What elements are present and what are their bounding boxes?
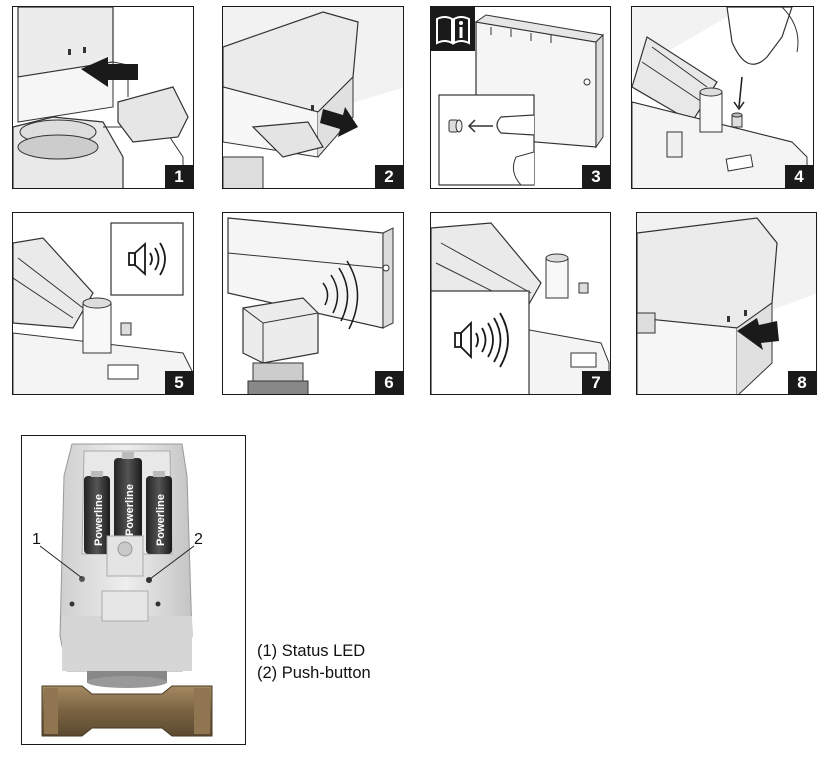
finger-icon (496, 114, 535, 136)
arrow-icon (81, 57, 138, 87)
step-number: 3 (582, 165, 610, 188)
step-6-illustration (227, 217, 394, 394)
step-3-panel: 3 (430, 6, 611, 189)
battery-label: Powerline (155, 494, 167, 546)
legend: (1) Status LED (2) Push-button (257, 640, 371, 684)
status-led (79, 576, 85, 582)
battery-label: Powerline (93, 494, 105, 546)
step-number: 7 (582, 371, 610, 394)
arrow-icon (320, 107, 358, 137)
step-1-illustration (13, 7, 189, 188)
step-1-panel: 1 (12, 6, 194, 189)
finger-icon (726, 7, 793, 65)
device-photo: Powerline Powerline Powerline 1 2 (21, 435, 246, 745)
signal-waves-icon (322, 260, 359, 330)
step-8-panel: 8 (636, 212, 817, 395)
step-6-panel: 6 (222, 212, 404, 395)
actuator-with-batteries-image: Powerline Powerline Powerline (39, 443, 213, 737)
legend-push-button: (2) Push-button (257, 664, 371, 682)
speaker-icon (454, 312, 509, 368)
callout-1-label: 1 (32, 531, 41, 548)
step-3-illustration (431, 7, 605, 186)
battery-middle (114, 458, 142, 544)
legend-status-led: (1) Status LED (257, 642, 366, 660)
speaker-icon (128, 241, 166, 277)
battery-right (146, 476, 172, 554)
step-2-illustration (223, 7, 403, 188)
step-number: 4 (785, 165, 813, 188)
step-7-panel: 7 (430, 212, 611, 395)
step-2-panel: 2 (222, 6, 404, 189)
step-number: 6 (375, 371, 403, 394)
battery-label: Powerline (124, 484, 136, 536)
step-number: 1 (165, 165, 193, 188)
callout-2-label: 2 (194, 531, 203, 548)
step-number: 5 (165, 371, 193, 394)
step-5-panel: 5 (12, 212, 194, 395)
step-5-illustration (13, 222, 193, 394)
step-number: 2 (375, 165, 403, 188)
step-8-illustration (637, 213, 816, 394)
arrow-icon (737, 318, 779, 350)
step-number: 8 (788, 371, 816, 394)
step-4-panel: 4 (631, 6, 814, 189)
battery-left (84, 476, 110, 554)
arrow-icon (738, 76, 743, 108)
step-4-illustration (632, 7, 808, 188)
step-7-illustration (431, 222, 610, 394)
